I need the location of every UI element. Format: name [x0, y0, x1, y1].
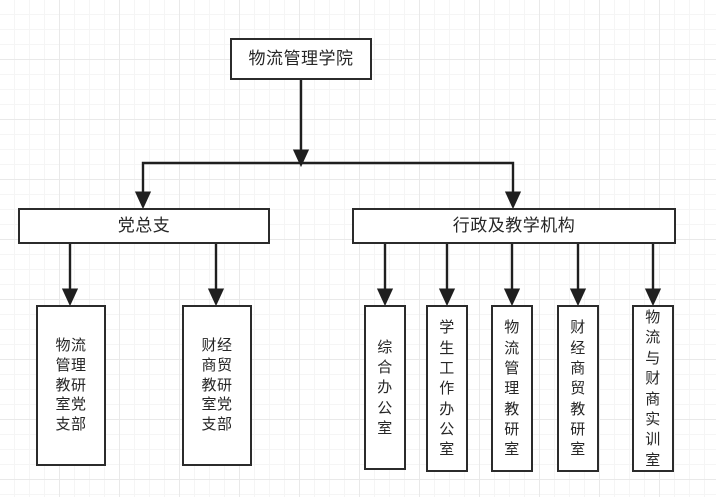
node-logistics-finance-training-room[interactable]: 物流与财商实训室 [632, 305, 674, 472]
node-group-admin-teaching-label: 行政及教学机构 [452, 215, 576, 236]
node-general-office[interactable]: 综合办公室 [364, 305, 406, 470]
node-group-admin-teaching[interactable]: 行政及教学机构 [352, 208, 676, 244]
node-finance-trade-teaching-party-branch-label: 财经商贸教研室党支部 [201, 335, 233, 434]
node-general-office-label: 综合办公室 [377, 337, 393, 438]
node-logistics-teaching-party-branch-label: 物流管理教研室党支部 [55, 335, 87, 434]
node-logistics-finance-training-room-label: 物流与财商实训室 [645, 307, 661, 469]
node-finance-trade-teaching-office-label: 财经商贸教研室 [570, 318, 586, 459]
node-logistics-management-teaching-office[interactable]: 物流管理教研室 [491, 305, 533, 472]
node-finance-trade-teaching-office[interactable]: 财经商贸教研室 [557, 305, 599, 472]
node-root-label: 物流管理学院 [248, 48, 354, 69]
node-logistics-teaching-party-branch[interactable]: 物流管理教研室党支部 [36, 305, 106, 466]
node-group-party-branch-label: 党总支 [117, 215, 171, 236]
node-finance-trade-teaching-party-branch[interactable]: 财经商贸教研室党支部 [182, 305, 252, 466]
node-student-affairs-office-label: 学生工作办公室 [439, 318, 455, 459]
node-student-affairs-office[interactable]: 学生工作办公室 [426, 305, 468, 472]
node-group-party-branch[interactable]: 党总支 [18, 208, 270, 244]
connector-bus-left [134, 161, 301, 210]
node-root-college[interactable]: 物流管理学院 [230, 38, 372, 80]
connector-bus-right [301, 161, 522, 210]
node-logistics-management-teaching-office-label: 物流管理教研室 [504, 318, 520, 459]
